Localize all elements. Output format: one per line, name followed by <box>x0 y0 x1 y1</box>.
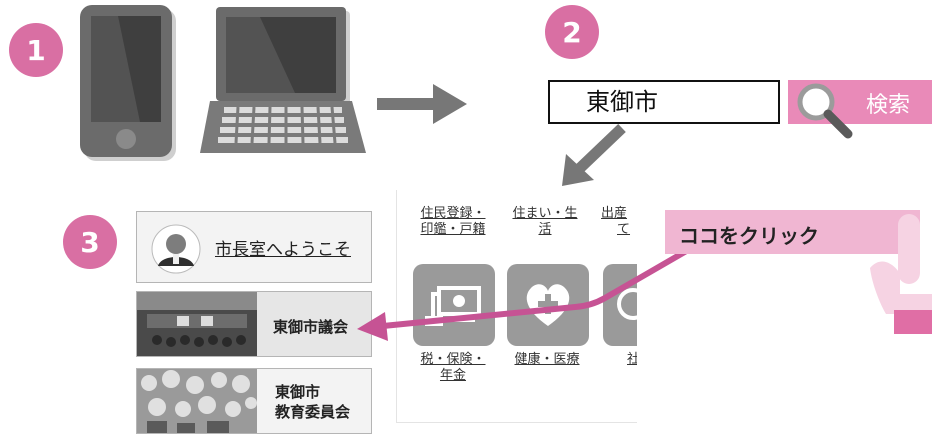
arrow-down-left-icon <box>562 124 626 186</box>
link-childbirth[interactable]: 出産 て <box>601 206 637 238</box>
link-living[interactable]: 住まい・生 活 <box>503 206 587 238</box>
board-of-education-card[interactable]: 東御市 教育委員会 <box>136 368 372 434</box>
link-health-line1: 健康・医療 <box>514 352 580 367</box>
link-health[interactable]: 健康・医療 <box>505 352 589 368</box>
link-welfare[interactable]: 社 <box>627 352 637 368</box>
mayor-card-label: 市長室へようこそ <box>215 240 351 260</box>
arrow-left-icon <box>357 243 697 341</box>
search-input[interactable]: 東御市 <box>548 80 780 124</box>
arrow-right-icon <box>377 84 467 124</box>
heart-icon <box>526 284 570 326</box>
magnifier-icon <box>797 83 853 139</box>
step-1-badge: 1 <box>9 23 63 77</box>
link-tax-line2: 年金 <box>439 368 466 383</box>
smartphone-icon <box>80 5 176 161</box>
step-2-badge: 2 <box>545 5 599 59</box>
link-registry[interactable]: 住民登録・ 印鑑・戸籍 <box>411 206 495 238</box>
education-photo <box>137 369 257 433</box>
step-3-badge: 3 <box>63 215 117 269</box>
pointing-hand-icon <box>870 214 932 334</box>
link-tax-line1: 税・保険・ <box>420 352 486 367</box>
circle-icon <box>617 288 637 320</box>
board-card-label-line1: 東御市 <box>275 383 321 401</box>
laptop-icon <box>200 7 366 153</box>
callout-text: ココをクリック <box>679 224 819 248</box>
link-living-line2: 活 <box>538 222 552 237</box>
mayor-card[interactable]: 市長室へようこそ <box>136 211 372 283</box>
click-here-callout: ココをクリック <box>665 210 920 254</box>
link-tax[interactable]: 税・保険・ 年金 <box>411 352 495 384</box>
mayor-avatar <box>151 224 201 274</box>
link-childbirth-line2: て <box>617 222 631 237</box>
council-photo <box>137 292 257 356</box>
link-registry-line2: 印鑑・戸籍 <box>420 222 486 237</box>
council-card[interactable]: 東御市議会 <box>136 291 372 357</box>
link-welfare-line1: 社 <box>627 352 637 368</box>
link-registry-line1: 住民登録・ <box>420 206 486 221</box>
tax-tile[interactable] <box>413 264 495 346</box>
welfare-tile[interactable] <box>603 264 637 346</box>
search-button[interactable]: 検索 <box>788 80 932 139</box>
link-childbirth-line1: 出産 <box>601 206 628 221</box>
search-button-label: 検索 <box>866 93 911 118</box>
council-card-label: 東御市議会 <box>273 318 349 336</box>
link-living-line1: 住まい・生 <box>512 206 578 221</box>
board-card-label-line2: 教育委員会 <box>275 403 351 421</box>
